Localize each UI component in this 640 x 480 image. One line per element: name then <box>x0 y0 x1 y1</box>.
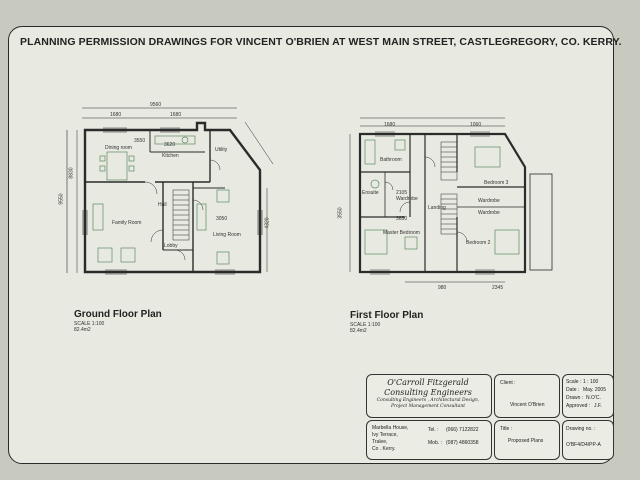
firm-name: O'Carroll Fitzgerald Consulting Engineer… <box>370 378 486 409</box>
scale-value: 1 : 100 <box>583 379 599 385</box>
address-line-4: Co . Kerry. <box>372 446 396 452</box>
gf-dim-top-a: 1680 <box>110 112 122 118</box>
gf-room-utility: Utility <box>215 147 228 153</box>
title-block-drawing-no-box <box>562 420 614 460</box>
drawing-title-label: Title : <box>500 426 513 432</box>
ff-dim-bottom-a: 980 <box>438 285 447 291</box>
page-title: PLANNING PERMISSION DRAWINGS FOR VINCENT… <box>20 36 622 48</box>
ff-dim-top-a: 1680 <box>384 122 396 128</box>
address-line-2: Ivy Terrace, <box>372 432 398 438</box>
title-block-address-box <box>366 420 492 460</box>
ff-room-ensuite: Ensuite <box>362 190 379 196</box>
gf-room-family: Family Room <box>112 220 142 226</box>
gf-room-hall: Hall <box>158 202 167 208</box>
client-label: Client : <box>500 380 516 386</box>
mob-number: (087) 4860358 <box>446 440 479 446</box>
firm-name-line-2: Consulting Engineers <box>384 388 472 397</box>
ff-dim-wd-b: 3650 <box>396 216 408 222</box>
ground-floor-plan-drawing <box>66 107 274 275</box>
ground-floor-scale: SCALE 1:100 <box>74 321 105 327</box>
title-block-firm-box <box>366 374 492 418</box>
first-floor-scale: SCALE 1:100 <box>350 322 381 328</box>
mob-label: Mob. : <box>428 440 442 446</box>
title-block-details-box <box>562 374 614 418</box>
first-floor-plan-drawing <box>349 117 553 283</box>
approved-value: J.F. <box>594 403 602 409</box>
firm-sub-line-1: Consulting Engineers , Architectural Des… <box>376 398 480 403</box>
ff-room-bedroom3: Bedroom 3 <box>484 180 509 186</box>
ff-dim-top-b: 1060 <box>470 122 482 128</box>
tel-number: (066) 7122822 <box>446 427 479 433</box>
scale-label: Scale : <box>566 379 582 385</box>
address-line-1: Marbella House, <box>372 425 409 431</box>
first-floor-title: First Floor Plan <box>350 310 424 321</box>
ff-room-bedroom2: Bedroom 2 <box>466 240 491 246</box>
ff-room-wardrobe-c: Wardrobe <box>478 210 500 216</box>
title-block-client-box <box>494 374 560 418</box>
gf-dim-top-b: 1680 <box>170 112 182 118</box>
ground-floor-title: Ground Floor Plan <box>74 309 162 320</box>
drawing-title: Proposed Plans <box>508 438 544 444</box>
client-name: Vincent O'Brien <box>510 402 545 408</box>
gf-room-kitchen: Kitchen <box>162 153 179 159</box>
ff-room-wardrobe-b: Wardrobe <box>478 198 500 204</box>
gf-dim-dining-h: 3550 <box>134 138 146 144</box>
title-block-title-box <box>494 420 560 460</box>
firm-sub-line-2: Project Management Consultant <box>390 403 466 409</box>
approved-label: Approved : <box>566 403 591 409</box>
ff-room-wardrobe-a: Wardrobe <box>396 196 418 202</box>
drawn-label: Drawn : <box>566 395 584 401</box>
address-line-3: Tralee, <box>372 439 388 445</box>
gf-room-lobby: Lobby <box>164 243 178 249</box>
gf-dim-overall-width: 9560 <box>150 102 162 108</box>
ff-room-bathroom: Bathroom <box>380 157 402 163</box>
gf-dim-left-depth: 8830 <box>68 167 75 179</box>
ff-dim-bottom-b: 2345 <box>492 285 504 291</box>
firm-name-line-1: O'Carroll Fitzgerald <box>387 378 469 387</box>
gf-room-living: Living Room <box>213 232 241 238</box>
gf-dim-overall-depth: 9550 <box>58 193 65 205</box>
ff-dim-side: 3550 <box>337 207 344 219</box>
drawing-no-label: Drawing no. : <box>566 426 596 432</box>
ff-dim-wd-a: 2105 <box>396 190 408 196</box>
gf-dim-kitchen-h: 3620 <box>164 142 176 148</box>
gf-dim-right-depth: 4320 <box>264 217 271 229</box>
tel-label: Tel. : <box>428 427 439 433</box>
date-value: May. 2005 <box>583 387 606 393</box>
drawing-no: O'BF4/D4/PP-A <box>566 442 601 448</box>
drawn-value: N.O'C. <box>586 395 601 401</box>
ff-room-master: Master Bedroom <box>383 230 420 236</box>
gf-dim-living-h: 3050 <box>216 216 228 222</box>
ground-floor-area: 82.4m2 <box>74 327 91 333</box>
date-label: Date : <box>566 387 580 393</box>
gf-room-dining: Dining room <box>105 145 132 151</box>
ff-room-landing: Landing <box>428 205 446 211</box>
first-floor-area: 82.4m2 <box>350 328 367 334</box>
